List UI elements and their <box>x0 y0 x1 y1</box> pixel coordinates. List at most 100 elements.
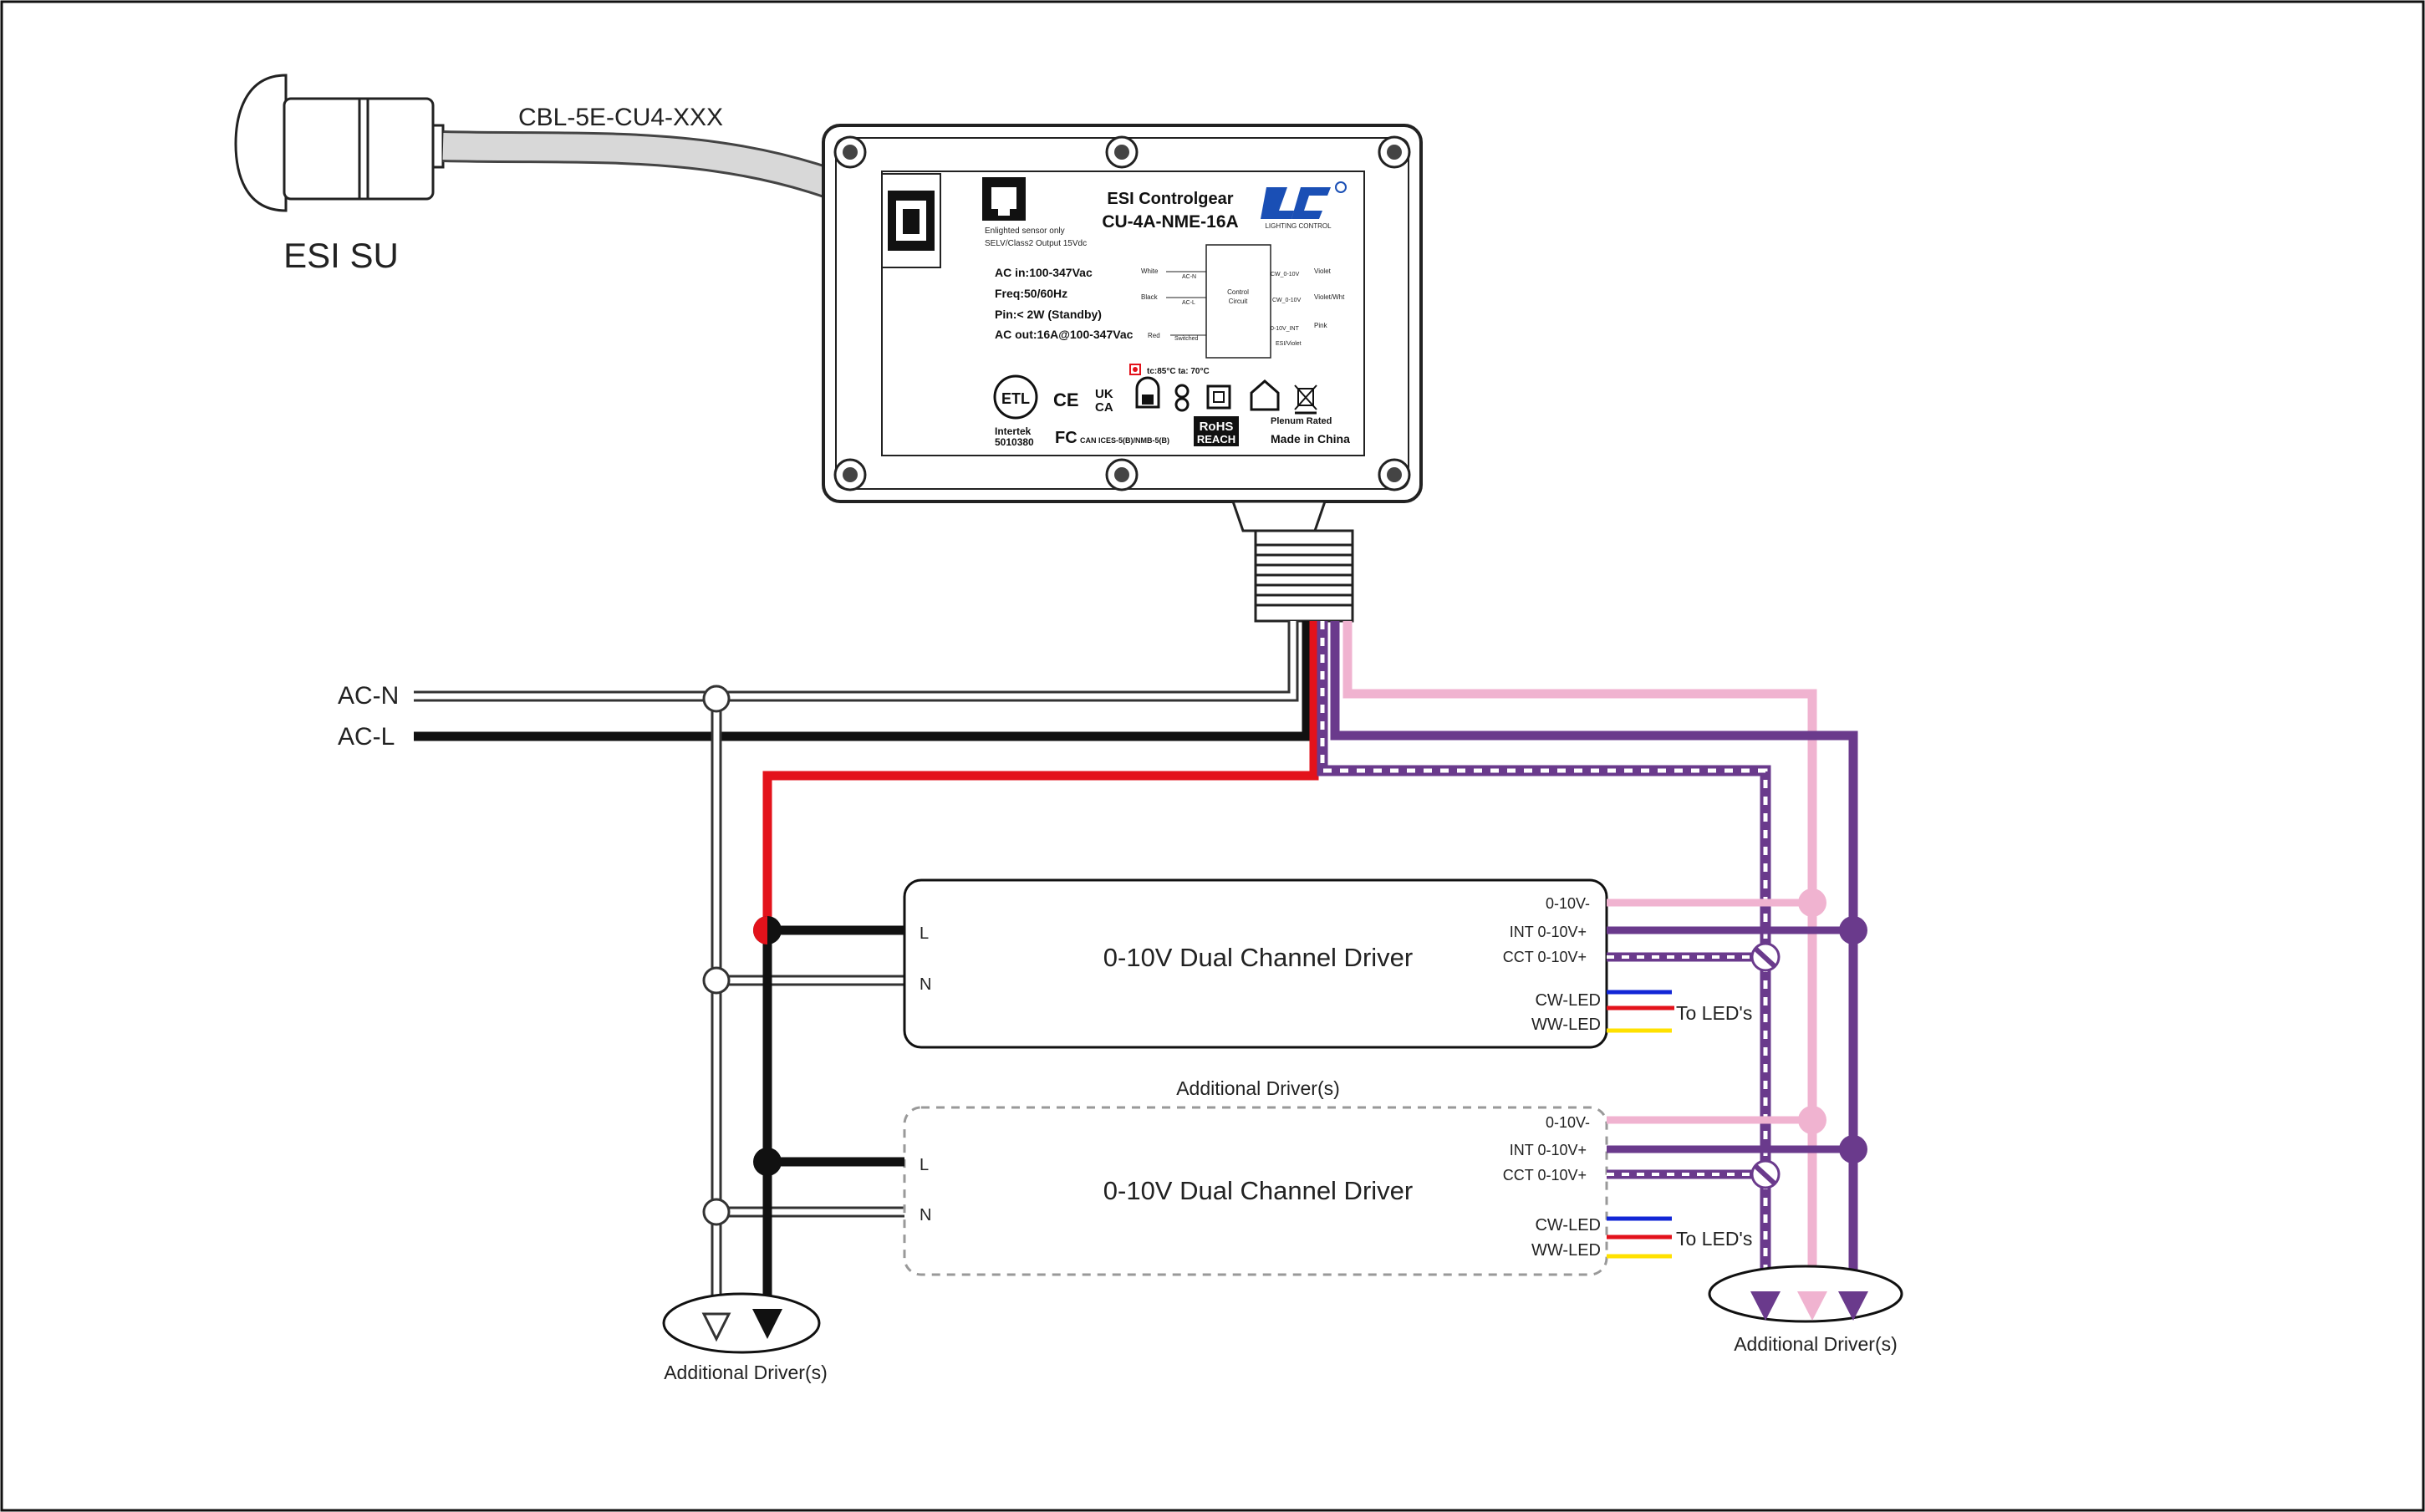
svg-text:UK: UK <box>1095 387 1113 401</box>
junction-pink-1 <box>1798 888 1826 917</box>
temp-mark <box>1129 364 1141 375</box>
svg-text:Violet: Violet <box>1314 267 1332 275</box>
svg-text:AC-N: AC-N <box>1182 274 1196 280</box>
temp-rating: tc:85°C ta: 70°C <box>1147 367 1210 376</box>
purple-arrow <box>1838 1291 1868 1321</box>
left-destination-label: Additional Driver(s) <box>664 1362 828 1383</box>
svg-text:ESI/Violet: ESI/Violet <box>1276 341 1302 347</box>
driver-1-n-terminal: N <box>920 975 931 994</box>
driver-1: 0-10V Dual Channel Driver L N 0-10V- INT… <box>903 878 1608 1049</box>
spec-freq: Freq:50/60Hz <box>995 287 1067 300</box>
driver-2-box <box>903 1106 1608 1276</box>
svg-text:Made in China: Made in China <box>1271 432 1350 445</box>
wire-ac-neutral <box>414 621 1299 702</box>
spec-ac-out: AC out:16A@100-347Vac <box>995 328 1134 341</box>
controlgear-enclosure <box>822 124 1423 503</box>
controlgear-model: CU-4A-NME-16A <box>1102 212 1238 232</box>
internal-schematic: Control Circuit White Black Red AC-N AC-… <box>1141 244 1345 359</box>
controlgear-title: ESI Controlgear <box>1107 190 1233 208</box>
svg-text:CAN ICES-5(B)/NMB-5(B): CAN ICES-5(B)/NMB-5(B) <box>1080 436 1169 445</box>
wire-striped-cct <box>1317 621 1771 1311</box>
etl-mark <box>993 374 1038 420</box>
certification-marks: ETL CE UK CA Intertek 5010380 FC CAN ICE… <box>993 374 1350 448</box>
wire-ac-line <box>414 621 1312 741</box>
ac-n-label: AC-N <box>338 682 399 710</box>
driver-1-out-int: INT 0-10V+ <box>1510 924 1587 940</box>
ac-l-label: AC-L <box>338 723 395 751</box>
neutral-bus <box>702 685 904 1311</box>
driver-2-caption: Additional Driver(s) <box>1176 1077 1340 1099</box>
driver-1-box <box>903 878 1608 1049</box>
wire-switched-red <box>762 621 1319 929</box>
svg-text:Pink: Pink <box>1314 322 1328 329</box>
striped-arrow <box>1750 1291 1781 1321</box>
driver-2-to-leds: To LED's <box>1676 1228 1752 1250</box>
sensor-note-1: Enlighted sensor only <box>985 227 1065 236</box>
driver-2-l-terminal: L <box>920 1156 929 1174</box>
weee-bin-icon <box>1294 384 1317 415</box>
driver-2-n-terminal: N <box>920 1206 931 1224</box>
svg-text:Control: Control <box>1227 288 1249 296</box>
pink-arrow <box>1797 1291 1827 1321</box>
spec-ac-in: AC in:100-347Vac <box>995 266 1093 279</box>
driver-1-ww-led: WW-LED <box>1531 1016 1601 1034</box>
class-ii-icon <box>1206 384 1231 410</box>
driver-2-led-leads <box>1607 1216 1672 1259</box>
driver-1-out-minus: 0-10V- <box>1546 895 1590 912</box>
svg-text:Red: Red <box>1148 332 1160 339</box>
junction-purple-1 <box>1839 916 1867 944</box>
svg-text:REACH: REACH <box>1197 433 1235 445</box>
line-arrow <box>752 1309 782 1339</box>
svg-text:RoHS: RoHS <box>1200 420 1234 434</box>
driver-1-l-terminal: L <box>920 924 929 943</box>
svg-text:Plenum Rated: Plenum Rated <box>1271 416 1332 426</box>
left-destination-ellipse <box>662 1292 821 1354</box>
class-mark-icon <box>1135 376 1160 409</box>
svg-text:0-10V_INT: 0-10V_INT <box>1271 326 1300 332</box>
spec-pin: Pin:< 2W (Standby) <box>995 308 1102 321</box>
driver-2-title: 0-10V Dual Channel Driver <box>1103 1176 1413 1205</box>
svg-text:ETL: ETL <box>1001 390 1030 407</box>
control-circuit-box <box>1205 244 1271 359</box>
svg-text:CW_0-10V: CW_0-10V <box>1272 298 1302 303</box>
cable-label: CBL-5E-CU4-XXX <box>518 104 723 131</box>
sensor-label: ESI SU <box>283 236 399 275</box>
svg-text:Switched: Switched <box>1174 336 1199 342</box>
indoor-use-icon <box>1250 379 1280 411</box>
driver-2-cw-led: CW-LED <box>1535 1216 1601 1235</box>
neutral-arrow <box>701 1312 731 1342</box>
right-destination-label: Additional Driver(s) <box>1734 1333 1898 1355</box>
svg-text:FC: FC <box>1055 429 1077 447</box>
conduit-fitting <box>1230 500 1354 623</box>
driver-1-to-leds: To LED's <box>1676 1002 1752 1024</box>
svg-text:Violet/Wht: Violet/Wht <box>1314 293 1345 301</box>
driver-2-out-cct: CCT 0-10V+ <box>1503 1167 1587 1184</box>
lc-logo <box>1261 181 1347 219</box>
sensor-note-2: SELV/Class2 Output 15Vdc <box>985 239 1087 248</box>
sensor-dome <box>234 74 288 212</box>
fuse-icon <box>1174 384 1190 399</box>
svg-text:5010380: 5010380 <box>995 436 1034 448</box>
svg-text:Circuit: Circuit <box>1229 298 1248 305</box>
wire-purple-int <box>1330 621 1858 1311</box>
driver-1-led-leads <box>1607 990 1674 1033</box>
svg-text:CA: CA <box>1095 400 1113 415</box>
driver-2-out-minus: 0-10V- <box>1546 1114 1590 1131</box>
driver-2-ww-led: WW-LED <box>1531 1241 1601 1260</box>
driver-1-cw-led: CW-LED <box>1535 991 1601 1010</box>
driver-2-out-int: INT 0-10V+ <box>1510 1142 1587 1158</box>
svg-text:Black: Black <box>1141 293 1159 301</box>
junction-pink-2 <box>1798 1106 1826 1134</box>
mounting-screw <box>833 135 1411 491</box>
svg-text:Intertek: Intertek <box>995 425 1032 437</box>
driver-2: 0-10V Dual Channel Driver L N 0-10V- INT… <box>903 1106 1608 1276</box>
svg-text:White: White <box>1141 267 1159 275</box>
wire-pink-0-10v-minus <box>1342 621 1817 1311</box>
lc-brand-text: LIGHTING CONTROL <box>1265 222 1332 230</box>
driver-1-out-cct: CCT 0-10V+ <box>1503 949 1587 965</box>
junction-purple-2 <box>1839 1135 1867 1163</box>
svg-text:CW_0-10V: CW_0-10V <box>1271 272 1300 277</box>
driver-1-title: 0-10V Dual Channel Driver <box>1103 943 1413 972</box>
